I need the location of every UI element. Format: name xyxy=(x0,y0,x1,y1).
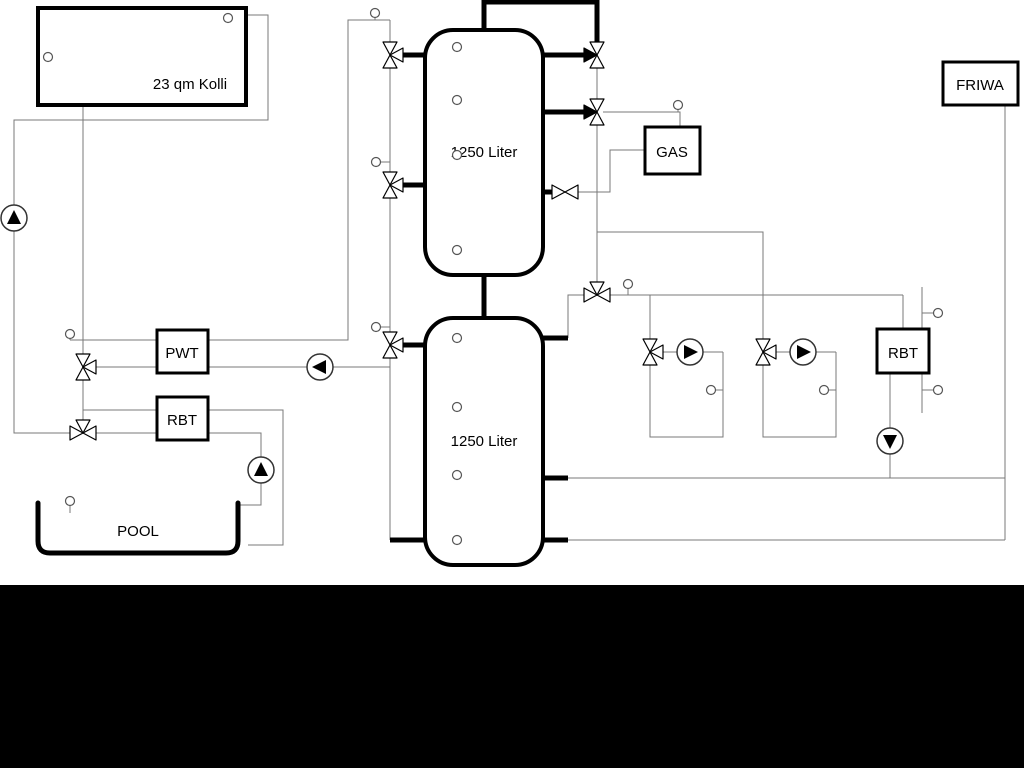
pool-outline xyxy=(35,500,241,556)
bottom-black-band xyxy=(0,585,1024,768)
pwt-label: PWT xyxy=(165,345,198,362)
circuit-pump-icon xyxy=(789,338,817,366)
pwt-box: PWT xyxy=(155,328,210,375)
collector-label: 23 qm Kolli xyxy=(153,76,227,93)
rbt-right-outline xyxy=(875,327,931,375)
tank-sensor-icon xyxy=(451,149,463,161)
three-way-valve-icon xyxy=(382,331,404,359)
pool-label: POOL xyxy=(117,523,159,540)
temp-sensor-icon xyxy=(369,7,381,19)
return-pump-icon xyxy=(876,427,904,455)
temp-sensor-icon xyxy=(42,51,54,63)
gas-boiler-box: GAS xyxy=(643,125,702,176)
buffer-tank-top-label: 1250 Liter xyxy=(451,144,518,161)
pipes-thin xyxy=(13,14,1006,546)
three-way-valve-icon xyxy=(382,41,404,69)
buffer-tank-top-outline xyxy=(423,28,545,277)
temp-sensor-icon xyxy=(705,384,717,396)
temp-sensor-icon xyxy=(64,495,76,507)
pool-basin: POOL xyxy=(35,500,241,556)
temp-sensor-icon xyxy=(932,307,944,319)
buffer-tank-bottom-label: 1250 Liter xyxy=(451,433,518,450)
friwa-label: FRIWA xyxy=(956,77,1004,94)
friwa-outline xyxy=(941,60,1020,107)
buffer-tank-bottom: 1250 Liter xyxy=(423,316,545,567)
friwa-box: FRIWA xyxy=(941,60,1020,107)
tank-sensor-icon xyxy=(451,469,463,481)
rbt-pool-label: RBT xyxy=(167,412,197,429)
shutoff-valve-icon xyxy=(551,184,579,200)
tank-sensor-icon xyxy=(451,534,463,546)
charge-pump-icon xyxy=(306,353,334,381)
rbt-pool-box: RBT xyxy=(155,395,210,442)
collector-box: 23 qm Kolli xyxy=(36,6,248,107)
three-way-valve-icon xyxy=(75,353,97,381)
temp-sensor-icon xyxy=(932,384,944,396)
temp-sensor-icon xyxy=(672,99,684,111)
three-way-valve-icon xyxy=(583,41,605,69)
temp-sensor-icon xyxy=(818,384,830,396)
three-way-valve-icon xyxy=(69,419,97,441)
solar-pump-icon xyxy=(0,204,28,232)
pool-pump-icon xyxy=(247,456,275,484)
temp-sensor-icon xyxy=(64,328,76,340)
tank-sensor-icon xyxy=(451,332,463,344)
tank-sensor-icon xyxy=(451,244,463,256)
rbt-pool-outline xyxy=(155,395,210,442)
temp-sensor-icon xyxy=(370,321,382,333)
buffer-tank-top: 1250 Liter xyxy=(423,28,545,277)
gas-boiler-outline xyxy=(643,125,702,176)
collector-outline xyxy=(36,6,248,107)
rbt-right-label: RBT xyxy=(888,345,918,362)
temp-sensor-icon xyxy=(622,278,634,290)
gas-boiler-label: GAS xyxy=(656,144,688,161)
schematic-canvas: 23 qm Kolli 1250 Liter 1250 Liter PWT RB… xyxy=(0,0,1020,567)
mixing-valve-icon xyxy=(642,338,664,366)
tank-sensor-icon xyxy=(451,401,463,413)
buffer-tank-bottom-outline xyxy=(423,316,545,567)
rbt-right-box: RBT xyxy=(875,327,931,375)
three-way-valve-icon xyxy=(382,171,404,199)
circuit-pump-icon xyxy=(676,338,704,366)
tank-sensor-icon xyxy=(451,41,463,53)
temp-sensor-icon xyxy=(222,12,234,24)
pwt-outline xyxy=(155,328,210,375)
temp-sensor-icon xyxy=(370,156,382,168)
tank-sensor-icon xyxy=(451,94,463,106)
mixing-valve-icon xyxy=(755,338,777,366)
three-way-valve-icon xyxy=(583,281,611,303)
check-valve-icon xyxy=(583,98,605,126)
